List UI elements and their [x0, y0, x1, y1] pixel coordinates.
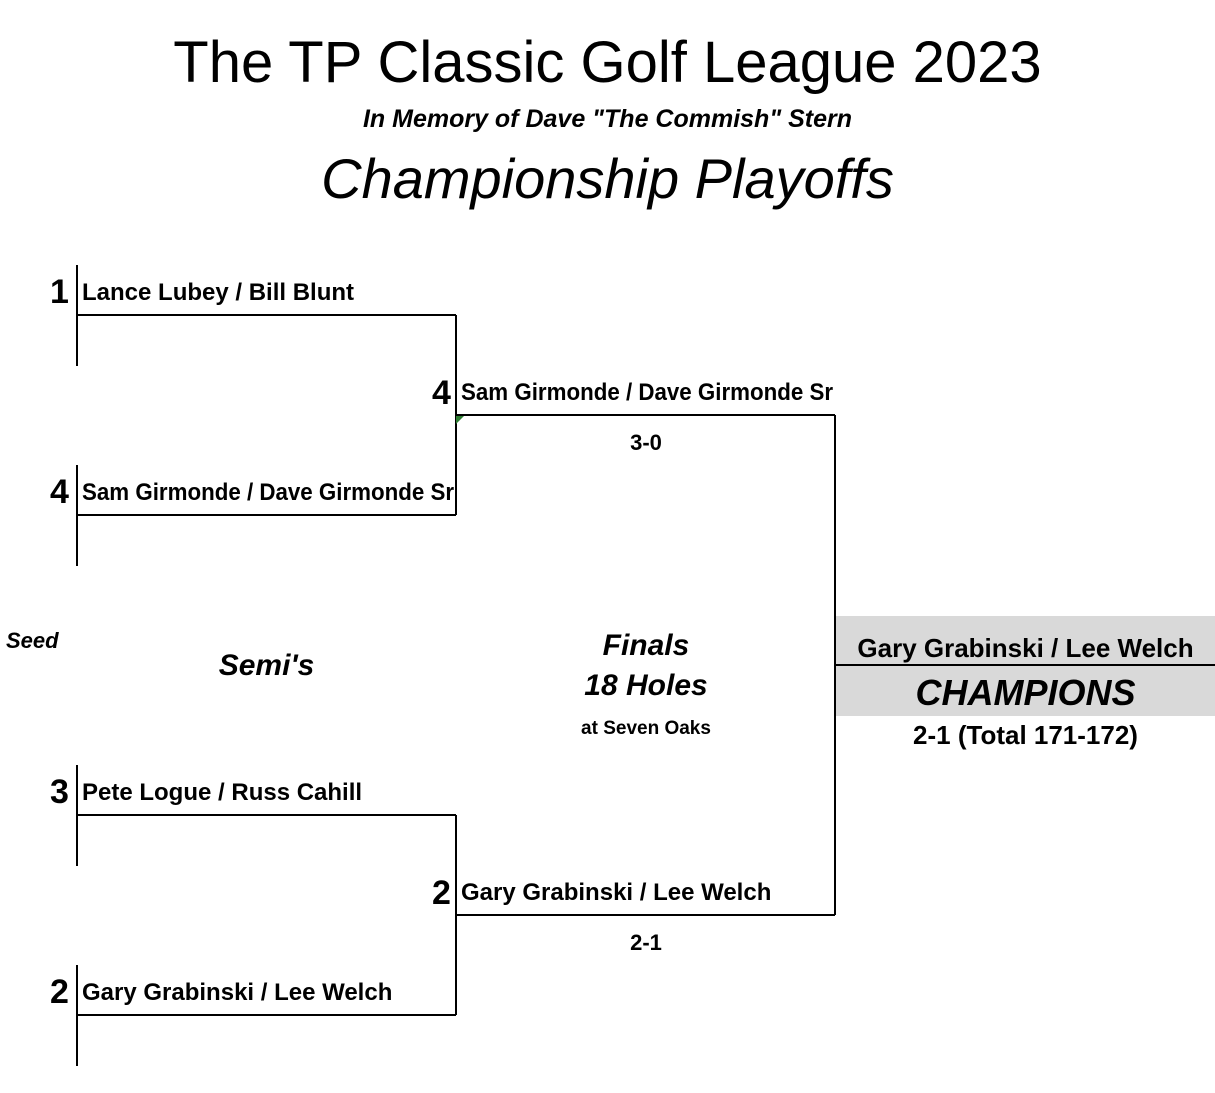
team-name: Lance Lubey / Bill Blunt	[82, 279, 355, 306]
team-name: Gary Grabinski / Lee Welch	[82, 979, 393, 1006]
champion-team: Gary Grabinski / Lee Welch	[857, 633, 1194, 663]
seed-label: Seed	[6, 628, 59, 653]
team-name: Gary Grabinski / Lee Welch	[461, 879, 772, 906]
team-name: Sam Girmonde / Dave Girmonde Sr	[82, 479, 455, 506]
seed-number: 1	[50, 273, 69, 311]
seed-number: 2	[50, 973, 69, 1011]
team-name: Pete Logue / Russ Cahill	[82, 779, 363, 806]
venue-label: at Seven Oaks	[581, 718, 711, 739]
team-name: Sam Girmonde / Dave Girmonde Sr	[461, 379, 834, 406]
seed-number: 4	[432, 374, 451, 412]
holes-label: 18 Holes	[584, 669, 708, 702]
seed-number: 4	[50, 473, 69, 511]
champion-title: CHAMPIONS	[915, 672, 1136, 713]
champion-box	[836, 616, 1215, 716]
semis-label: Semi's	[218, 649, 315, 682]
match-score: 2-1	[630, 930, 662, 955]
champion-score: 2-1 (Total 171-172)	[913, 720, 1138, 750]
seed-number: 3	[50, 773, 69, 811]
match-score: 3-0	[630, 430, 662, 455]
page-title: The TP Classic Golf League 2023	[173, 30, 1042, 95]
finals-label: Finals	[602, 629, 690, 662]
playoffs-heading: Championship Playoffs	[321, 147, 894, 210]
seed-number: 2	[432, 874, 451, 912]
memorial-subtitle: In Memory of Dave "The Commish" Stern	[362, 105, 853, 133]
cell-marker	[456, 416, 464, 424]
champion-divider	[836, 664, 1215, 666]
